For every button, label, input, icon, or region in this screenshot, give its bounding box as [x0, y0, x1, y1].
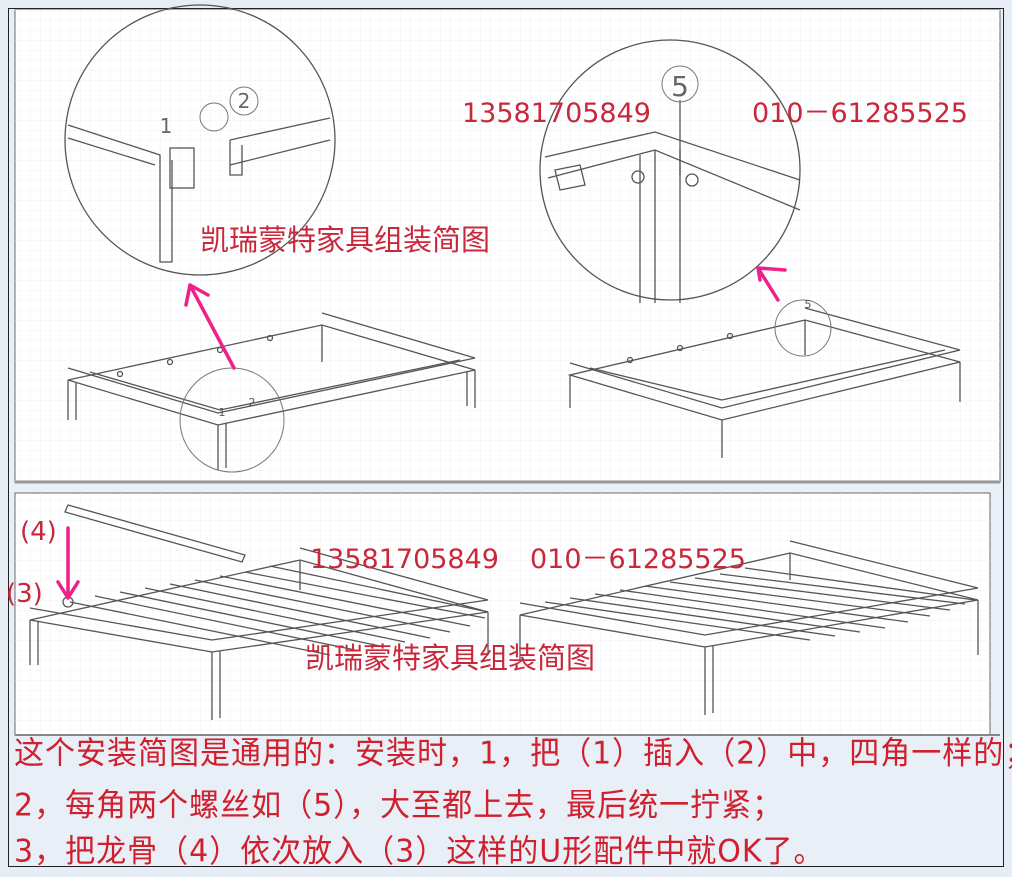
part-label-1-small: 1 — [219, 406, 226, 419]
part-label-1: 1 — [160, 114, 173, 138]
part-label-5-small: 5 — [805, 298, 812, 311]
arrow-icon — [184, 283, 236, 370]
instruction-line-2: 2，每角两个螺丝如（5），大至都上去，最后统一拧紧； — [14, 787, 784, 825]
phone-landline-2: 010－61285525 — [530, 544, 746, 575]
instruction-line-1: 这个安装简图是通用的：安装时，1，把（1）插入（2）中，四角一样的； — [14, 735, 1012, 773]
phone-landline: 010－61285525 — [752, 98, 968, 129]
zoom-circle-joint-1-2 — [64, 4, 336, 276]
part-label-4: (4) — [20, 517, 57, 547]
part-label-5: 5 — [671, 70, 689, 103]
zoom-circle-screw-5 — [539, 39, 801, 303]
arrow-icon — [56, 526, 80, 600]
bed-frame-step2 — [567, 299, 961, 458]
instruction-line-3: 3，把龙骨（4）依次放入（3）这样的U形配件中就OK了。 — [14, 833, 825, 871]
phone-mobile-2: 13581705849 — [310, 544, 499, 575]
bed-frame-slats-complete — [519, 540, 979, 715]
diagram-title-2: 凯瑞蒙特家具组装简图 — [305, 641, 595, 675]
part-label-3: (3) — [6, 579, 43, 609]
phone-mobile: 13581705849 — [462, 98, 651, 129]
part-label-2-small: 2 — [249, 396, 256, 409]
part-label-2: 2 — [238, 89, 251, 113]
diagram-title: 凯瑞蒙特家具组装简图 — [200, 223, 490, 257]
bed-frame-step1 — [67, 312, 476, 473]
arrow-icon — [756, 266, 787, 302]
